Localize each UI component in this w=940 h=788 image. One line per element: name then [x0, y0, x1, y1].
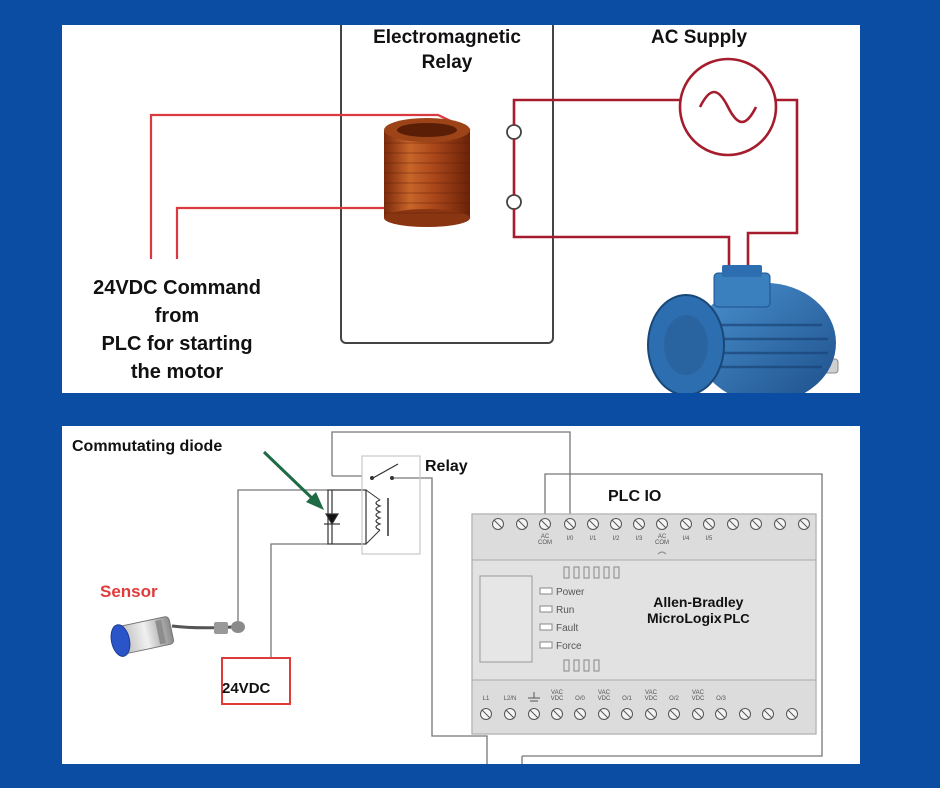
- relay-coil: [384, 118, 470, 227]
- top-terminal-label-6: I/4: [683, 536, 690, 542]
- control-wiring: [237, 431, 823, 764]
- top-terminal-label-1: I/0: [567, 536, 574, 542]
- command-line3: PLC for starting: [101, 333, 253, 355]
- bottom-terminal-label-8: O/2: [669, 696, 679, 702]
- relay-contact-2: [506, 194, 522, 210]
- led-label-fault: Fault: [556, 623, 579, 634]
- command-line1: 24VDC Command: [93, 277, 261, 299]
- plc-brand-line2: MicroLogix: [647, 610, 722, 626]
- bottom-terminal-label-1: L2/N: [504, 696, 517, 702]
- led-label-force: Force: [556, 641, 582, 652]
- relay-contact-1: [506, 124, 522, 140]
- bottom-terminal-label-6: O/1: [622, 696, 632, 702]
- bottom-terminal-label-10: O/3: [716, 696, 726, 702]
- top-terminal-label-2: I/1: [590, 536, 597, 542]
- top-terminal-label-7: I/5: [706, 536, 713, 542]
- relay-title: Electromagnetic Relay: [354, 25, 540, 75]
- motor-image: [647, 265, 839, 393]
- plc-brand-line3: PLC: [723, 611, 750, 626]
- command-line2: from: [154, 305, 200, 327]
- bottom-terminal-label-4: O/0: [575, 696, 585, 702]
- top-terminal-label-4: I/3: [636, 536, 643, 542]
- supply-label: 24VDC: [222, 680, 271, 697]
- top-terminal-label-3: I/2: [613, 536, 620, 542]
- proximity-sensor: [110, 616, 245, 657]
- command-line4: the motor: [130, 361, 224, 383]
- command-label: 24VDC Command from PLC for starting the …: [72, 274, 282, 386]
- relay-motor-schematic: [149, 25, 839, 393]
- led-label-run: Run: [556, 605, 575, 616]
- ground-symbol: [528, 692, 540, 702]
- plc-brand-line1: Allen-Bradley: [653, 594, 744, 610]
- commutating-diode: [324, 489, 367, 545]
- ac-wiring: [512, 98, 799, 275]
- relay-title-line2: Relay: [421, 52, 473, 73]
- bottom-terminal-label-0: L1: [483, 696, 490, 702]
- relay-enclosure: [340, 25, 554, 344]
- led-label-power: Power: [556, 587, 585, 598]
- plc-status-leds: Power Run Fault Force: [556, 584, 584, 656]
- supply-box: [221, 657, 291, 705]
- diode-label: Commutating diode: [72, 438, 223, 455]
- relay-title-line1: Electromagnetic: [373, 27, 521, 48]
- relay-label: Relay: [425, 458, 468, 475]
- ac-source-symbol: [678, 57, 778, 157]
- relay-motor-diagram: Electromagnetic Relay AC Supply 24VDC Co…: [62, 25, 860, 393]
- diode-pointer-arrow: [262, 450, 324, 510]
- sensor-label: Sensor: [100, 582, 158, 601]
- ac-supply-label: AC Supply: [651, 27, 748, 48]
- plc-io-label: PLC IO: [608, 488, 662, 505]
- relay-coil-symbol: [361, 455, 421, 555]
